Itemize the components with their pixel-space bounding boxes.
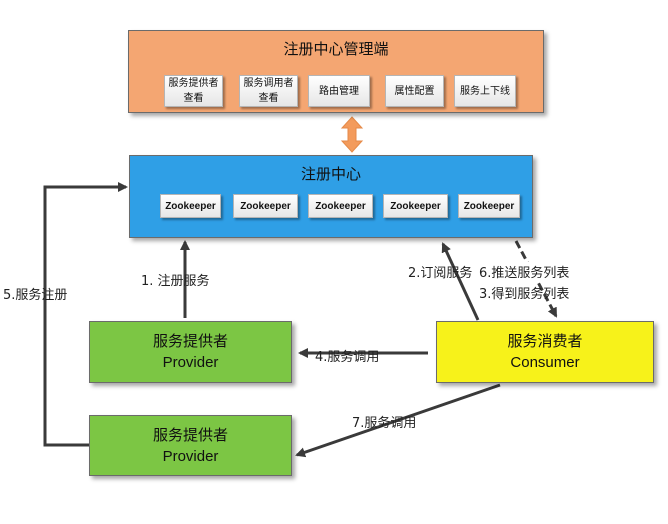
admin-console-title: 注册中心管理端 (283, 40, 389, 58)
admin-item-online-offline: 服务上下线 (454, 75, 516, 107)
label-register: 1. 注册服务 (141, 274, 210, 289)
registry-title: 注册中心 (300, 165, 361, 183)
edge-invoke2 (295, 383, 501, 458)
label-invoke1: 4.服务调用 (315, 350, 380, 365)
edge-register2 (43, 182, 128, 447)
consumer-name: 服务消费者 (507, 332, 583, 350)
label-get-list: 3.得到服务列表 (479, 287, 570, 302)
admin-item-routing: 路由管理 (308, 75, 370, 107)
provider-2-name: 服务提供者 (152, 425, 228, 444)
label-register2: 5.服务注册 (3, 288, 68, 303)
zookeeper-node-3: Zookeeper (308, 194, 373, 218)
provider-2-sub: Provider (162, 447, 219, 465)
registry-box: 注册中心 Zookeeper Zookeeper Zookeeper Zooke… (129, 155, 533, 238)
zookeeper-node-5: Zookeeper (458, 194, 520, 218)
admin-item-config: 属性配置 (385, 75, 444, 107)
zookeeper-node-1: Zookeeper (160, 194, 221, 218)
provider-box-2: 服务提供者 Provider (89, 415, 292, 476)
admin-console-box: 注册中心管理端 服务提供者查看 服务调用者查看 路由管理 属性配置 服务上下线 (128, 30, 544, 113)
label-push-list: 6.推送服务列表 (479, 262, 570, 281)
provider-1-name: 服务提供者 (152, 332, 228, 350)
consumer-sub: Consumer (510, 354, 580, 371)
label-subscribe: 2.订阅服务 (408, 266, 473, 281)
zookeeper-node-4: Zookeeper (383, 194, 448, 218)
provider-1-sub: Provider (162, 354, 219, 371)
provider-box-1: 服务提供者 Provider (89, 321, 292, 383)
consumer-box: 服务消费者 Consumer (436, 321, 654, 383)
admin-item-provider-view: 服务提供者查看 (164, 75, 223, 107)
admin-item-consumer-view: 服务调用者查看 (239, 75, 298, 107)
edge-subscribe (441, 242, 480, 321)
label-invoke2: 7.服务调用 (352, 416, 417, 431)
zookeeper-node-2: Zookeeper (233, 194, 298, 218)
admin-registry-arrow (340, 116, 364, 153)
